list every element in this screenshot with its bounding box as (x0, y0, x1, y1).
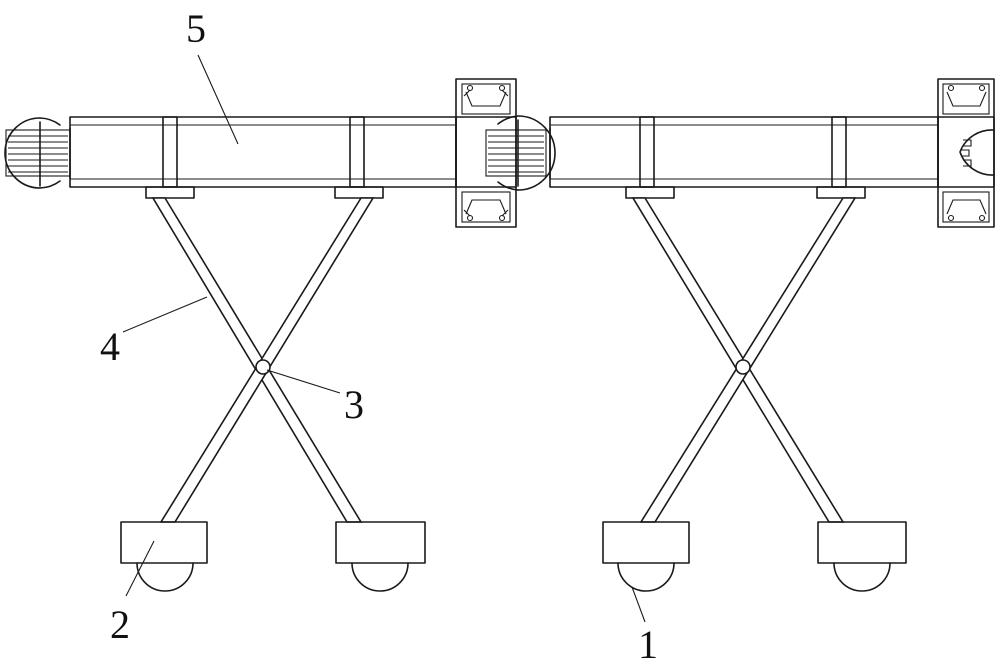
left-wheel-a (136, 562, 194, 592)
left-wheel-b (351, 562, 409, 592)
left-cross-legs (151, 197, 375, 523)
right-beam (549, 116, 939, 188)
left-end-coupling (4, 117, 71, 189)
right-pad-a (625, 186, 675, 199)
right-unit (549, 78, 995, 592)
label-part-3: 3 (344, 382, 364, 427)
leader-2 (125, 540, 155, 597)
left-clamp-block (455, 78, 517, 228)
right-clamp-block (937, 78, 995, 228)
leader-4 (122, 296, 208, 333)
left-foot-b (335, 521, 426, 564)
left-foot-a (120, 521, 208, 564)
main-beam (69, 116, 457, 188)
left-pad-a (145, 186, 195, 199)
label-part-4: 4 (100, 324, 120, 369)
right-wheel-a (617, 562, 675, 592)
left-unit (4, 78, 517, 592)
right-pivot-pin (735, 359, 751, 375)
left-pad-b (334, 186, 384, 199)
right-cross-legs (631, 197, 857, 523)
label-part-2: 2 (110, 602, 130, 647)
leader-5 (197, 54, 239, 145)
right-wheel-b (833, 562, 891, 592)
leader-3 (266, 369, 341, 394)
label-part-1: 1 (638, 622, 658, 662)
middle-coupling (485, 115, 556, 191)
right-foot-a (602, 521, 690, 564)
left-pivot-pin (255, 359, 271, 375)
right-pad-b (816, 186, 866, 199)
leader-1 (631, 586, 646, 623)
right-foot-b (817, 521, 907, 564)
label-part-5: 5 (186, 6, 206, 51)
